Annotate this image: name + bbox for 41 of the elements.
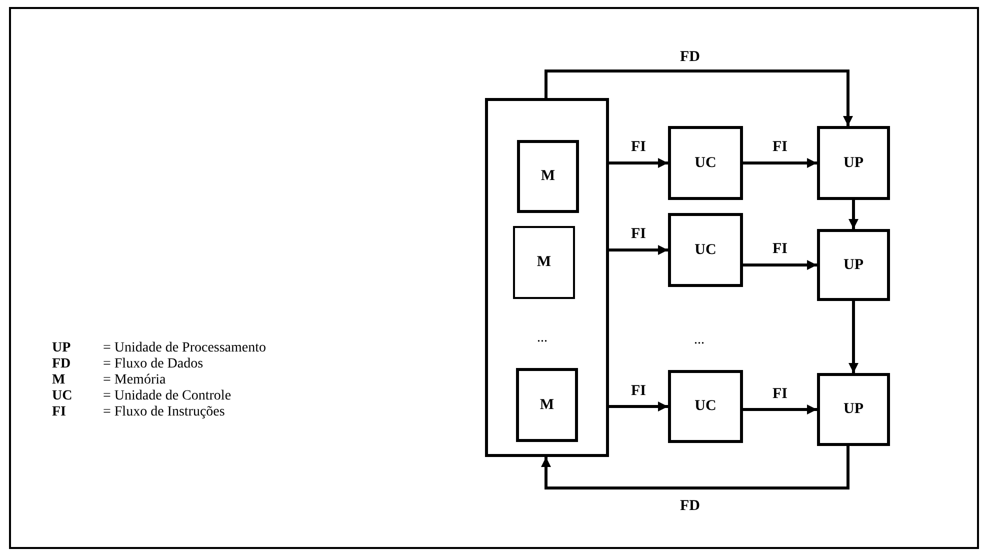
unit-box <box>817 373 890 446</box>
node-label: UC <box>694 242 716 258</box>
legend-text: = Memória <box>103 372 166 388</box>
legend-text: ... <box>537 330 548 346</box>
arrow <box>848 200 858 229</box>
arrow <box>743 404 817 414</box>
memory-box <box>516 368 578 442</box>
arrow <box>848 301 858 373</box>
unit-box <box>817 126 890 200</box>
unit-box <box>668 126 743 200</box>
legend-key: UC <box>52 388 72 404</box>
node-label: M <box>536 254 552 271</box>
node-label: UP <box>844 154 864 172</box>
unit-box <box>668 370 743 443</box>
arrow <box>609 402 668 412</box>
legend-text: = Unidade de Controle <box>103 388 232 404</box>
arrow <box>544 70 853 126</box>
legend-key: FI <box>52 404 66 420</box>
container-box <box>485 98 609 457</box>
unit-box <box>668 213 743 287</box>
legend-key: M <box>52 372 66 388</box>
node-label: UP <box>844 256 864 274</box>
memory-box <box>513 226 575 299</box>
legend-key: FD <box>52 356 71 372</box>
legend-text: = Fluxo de Dados <box>103 356 204 372</box>
arrow <box>743 260 817 270</box>
node-label: UP <box>844 401 864 418</box>
node-label: UC <box>694 398 716 415</box>
arrow <box>541 446 850 490</box>
memory-box <box>517 140 579 213</box>
legend-text: ... <box>694 332 704 348</box>
legend-key: UP <box>52 340 71 356</box>
node-label: M <box>540 168 556 185</box>
node-label: UC <box>694 154 716 172</box>
node-label: M <box>540 396 554 414</box>
legend-text: = Fluxo de Instruções <box>103 404 225 420</box>
arrow <box>609 245 668 255</box>
arrow <box>743 158 817 168</box>
arrow <box>609 158 668 168</box>
unit-box <box>817 229 890 301</box>
legend-text: = Unidade de Processamento <box>103 340 266 356</box>
